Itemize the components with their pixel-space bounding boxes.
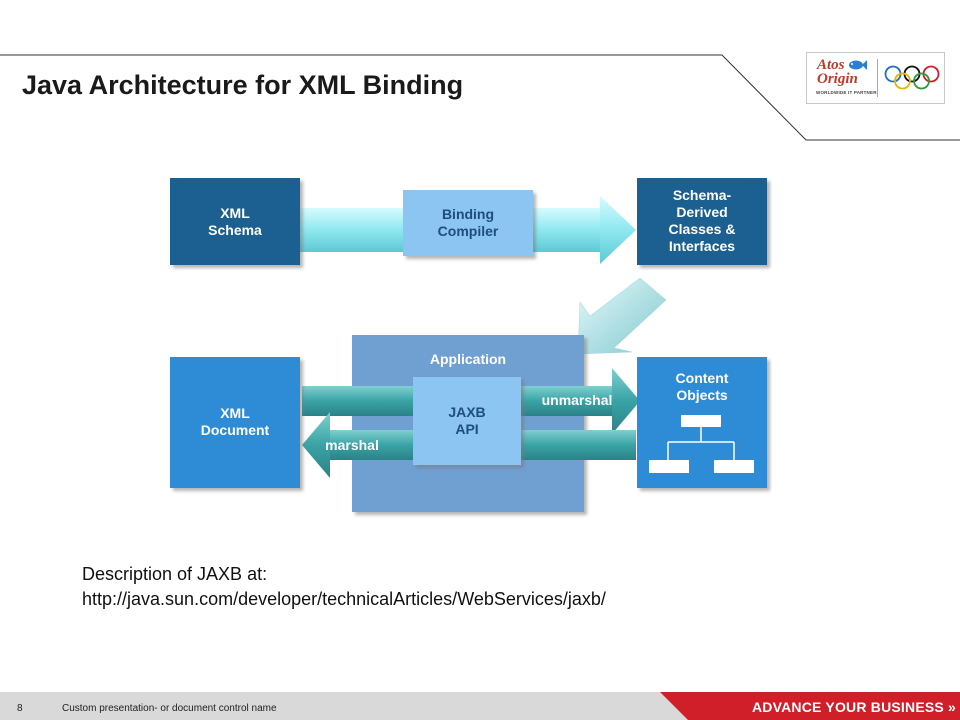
footer-control-name: Custom presentation- or document control… bbox=[62, 703, 277, 714]
footer-slogan: ADVANCE YOUR BUSINESS » bbox=[752, 699, 957, 715]
description-link[interactable]: http://java.sun.com/developer/technicalA… bbox=[82, 589, 606, 609]
schema-derived-box bbox=[637, 178, 767, 265]
logo-tagline: WORLDWIDE IT PARTNER bbox=[816, 90, 877, 95]
fish-icon bbox=[849, 60, 867, 70]
object-tree-icon bbox=[649, 415, 754, 473]
logo-divider bbox=[877, 59, 878, 97]
xml-document-box bbox=[170, 357, 300, 488]
description: Description of JAXB at: http://java.sun.… bbox=[82, 562, 606, 612]
application-label: Application bbox=[430, 351, 506, 367]
xml-schema-box bbox=[170, 178, 300, 265]
page-title: Java Architecture for XML Binding bbox=[22, 70, 464, 100]
olympic-rings-icon bbox=[884, 65, 940, 90]
page-number: 8 bbox=[17, 703, 23, 714]
generate-arrow bbox=[577, 277, 667, 355]
marshal-label: marshal bbox=[325, 437, 379, 453]
header-rule bbox=[0, 54, 960, 141]
binding-compiler-box bbox=[403, 190, 533, 256]
jaxb-api-box bbox=[413, 377, 521, 465]
description-line1: Description of JAXB at: bbox=[82, 564, 268, 584]
unmarshal-label: unmarshal bbox=[542, 392, 613, 408]
